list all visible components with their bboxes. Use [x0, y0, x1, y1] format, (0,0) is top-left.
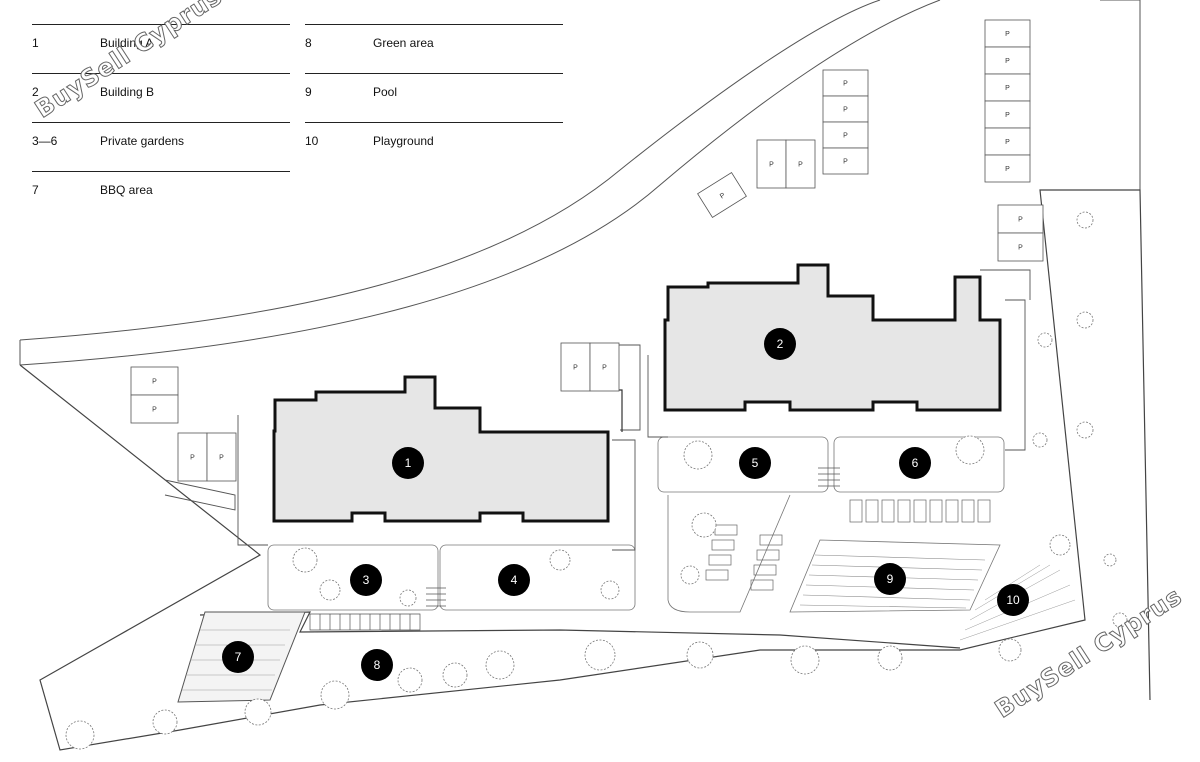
area-marker-label: 7: [235, 650, 242, 664]
legend-number: 3—6: [32, 134, 58, 148]
area-marker-label: 8: [374, 658, 381, 672]
legend-row: 9 Pool: [305, 73, 563, 122]
parking-label: P: [1005, 31, 1010, 38]
area-marker: 9: [874, 563, 906, 595]
parking-bay: P: [984, 73, 1031, 102]
parking-bay: P: [177, 432, 208, 482]
parking-bay: P: [756, 139, 787, 189]
parking-label: P: [152, 407, 157, 414]
legend-number: 2: [32, 85, 39, 99]
parking-label: P: [843, 159, 848, 166]
parking-bay: P: [206, 432, 237, 482]
parking-label: P: [843, 133, 848, 140]
legend-row: 1 Building A: [32, 24, 290, 73]
parking-label: P: [1005, 139, 1010, 146]
parking-bay: P: [984, 154, 1031, 183]
legend-number: 7: [32, 183, 39, 197]
legend-label: Building A: [100, 36, 154, 50]
area-marker-label: 6: [912, 456, 919, 470]
parking-bay: P: [130, 366, 179, 396]
area-marker: 10: [997, 584, 1029, 616]
parking-bay: P: [984, 19, 1031, 48]
area-marker: 4: [498, 564, 530, 596]
legend-left: 1 Building A 2 Building B 3—6 Private ga…: [32, 24, 290, 220]
area-marker-label: 1: [405, 456, 412, 470]
area-marker: 3: [350, 564, 382, 596]
legend-row: 8 Green area: [305, 24, 563, 73]
parking-bay: P: [785, 139, 816, 189]
legend-row: 3—6 Private gardens: [32, 122, 290, 171]
parking-label: P: [1018, 245, 1023, 252]
parking-bay: P: [130, 394, 179, 424]
legend-label: Pool: [373, 85, 398, 99]
area-marker-label: 10: [1006, 593, 1020, 607]
building-a: [272, 375, 610, 523]
parking-bay: P: [589, 342, 620, 392]
parking-bay: P: [822, 121, 869, 149]
parking-label: P: [1005, 58, 1010, 65]
parking-label: P: [190, 455, 195, 462]
garden-outlines: [267, 436, 1005, 613]
legend-label: BBQ area: [100, 183, 153, 197]
legend-row: 7 BBQ area: [32, 171, 290, 220]
area-markers: 1 2 3 4 5 6 7 8 9 10: [222, 328, 1029, 681]
legend-right: 8 Green area 9 Pool 10 Playground: [305, 24, 563, 171]
parking-label: P: [152, 379, 157, 386]
legend-row: 2 Building B: [32, 73, 290, 122]
parking-label: P: [1018, 217, 1023, 224]
area-marker: 1: [392, 447, 424, 479]
parking-label: P: [1005, 166, 1010, 173]
legend-number: 9: [305, 85, 312, 99]
legend-number: 1: [32, 36, 39, 50]
area-marker: 8: [361, 649, 393, 681]
parking-bay: P: [997, 204, 1044, 234]
legend-number: 8: [305, 36, 312, 50]
parking-label: P: [843, 107, 848, 114]
legend-label: Playground: [373, 134, 434, 148]
area-marker: 6: [899, 447, 931, 479]
parking-label: P: [602, 365, 607, 372]
legend-label: Green area: [373, 36, 434, 50]
legend-label: Building B: [100, 85, 155, 99]
parking-bay: P: [822, 69, 869, 97]
legend-number: 10: [305, 134, 319, 148]
parking-bay: P: [984, 46, 1031, 75]
stairs: [309, 467, 840, 631]
parking-label: P: [219, 455, 224, 462]
sunbeds: [705, 499, 991, 591]
parking-bay: P: [560, 342, 591, 392]
parking-bays: P P P P P P P P P P P P P P P P P P P P P: [130, 19, 1044, 482]
parking-bay: P: [822, 95, 869, 123]
area-marker-label: 9: [887, 572, 894, 586]
parking-label: P: [1005, 112, 1010, 119]
area-marker-label: 3: [363, 573, 370, 587]
area-marker-label: 2: [777, 337, 784, 351]
area-marker: 2: [764, 328, 796, 360]
legend-label: Private gardens: [100, 134, 185, 148]
parking-bay: P: [822, 147, 869, 175]
building-annex: [565, 389, 623, 432]
area-marker-label: 4: [511, 573, 518, 587]
parking-bay: P: [697, 171, 747, 219]
area-marker-label: 5: [752, 456, 759, 470]
area-marker: 5: [739, 447, 771, 479]
parking-label: P: [769, 162, 774, 169]
parking-label: P: [573, 365, 578, 372]
parking-bay: P: [997, 232, 1044, 262]
building-b: [663, 263, 1002, 412]
trees: [65, 211, 1128, 750]
parking-bay: P: [984, 100, 1031, 129]
area-marker: 7: [222, 641, 254, 673]
legend-row: 10 Playground: [305, 122, 563, 171]
parking-label: P: [843, 81, 848, 88]
parking-label: P: [1005, 85, 1010, 92]
parking-label: P: [719, 192, 727, 201]
parking-label: P: [798, 162, 803, 169]
parking-bay: P: [984, 127, 1031, 156]
